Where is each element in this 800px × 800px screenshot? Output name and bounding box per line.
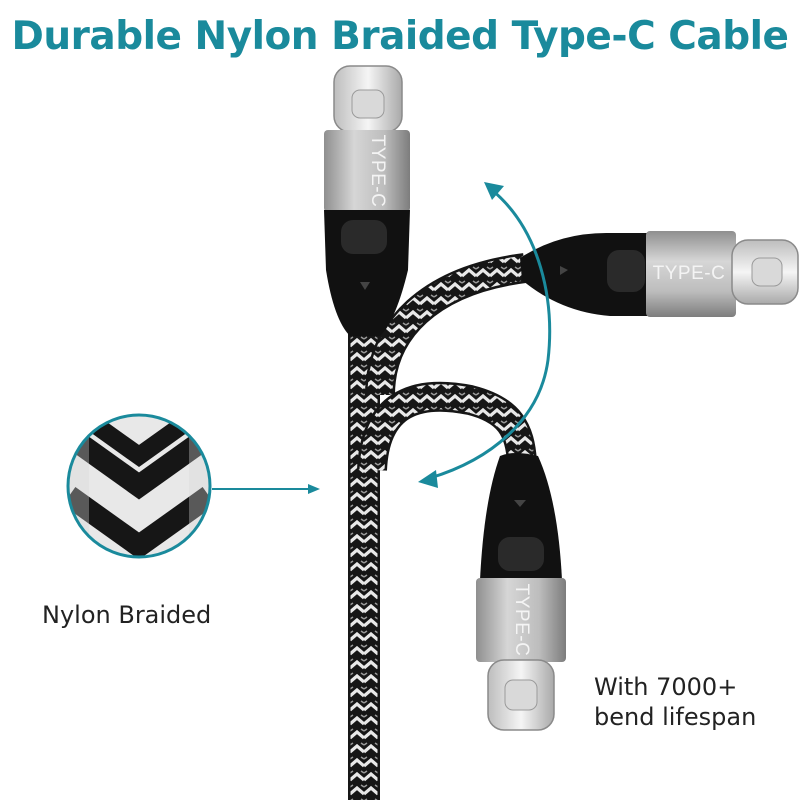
type-c-connector-top: TYPE-C <box>324 65 410 336</box>
braided-cable-bend-right <box>365 253 528 396</box>
connector-label-top: TYPE-C <box>367 135 388 208</box>
headline: Durable Nylon Braided Type-C Cable <box>11 14 789 59</box>
caption-bend-lifespan: With 7000+ bend lifespan <box>594 672 756 732</box>
type-c-connector-right: TYPE-C <box>520 231 799 317</box>
type-c-connector-bottom: TYPE-C <box>476 453 566 731</box>
magnifier-pointer-arrow <box>212 484 320 494</box>
caption-bend-line2: bend lifespan <box>594 703 757 731</box>
connector-label-right: TYPE-C <box>653 263 726 284</box>
connector-label-bottom: TYPE-C <box>511 584 532 657</box>
bend-arc-arrow <box>418 182 552 488</box>
braid-magnifier <box>66 413 212 559</box>
caption-bend-line1: With 7000+ <box>594 673 738 701</box>
caption-nylon-braided: Nylon Braided <box>42 601 212 629</box>
braided-cable-bend-down <box>357 381 537 472</box>
